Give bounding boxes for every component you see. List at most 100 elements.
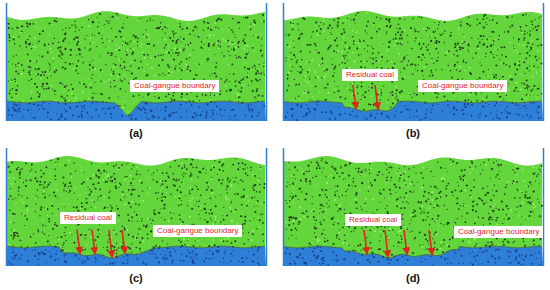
particle [251, 82, 252, 83]
particle [380, 18, 381, 19]
particle [300, 50, 302, 52]
particle [499, 59, 500, 60]
particle [414, 116, 415, 117]
particle [42, 20, 43, 21]
particle [430, 111, 432, 113]
particle [366, 60, 367, 61]
particle [256, 72, 257, 73]
particle [255, 98, 256, 99]
particle [222, 29, 223, 30]
particle [345, 42, 347, 44]
particle [453, 113, 455, 115]
particle [250, 30, 251, 31]
particle [293, 40, 294, 41]
particle [27, 103, 28, 104]
particle [335, 119, 337, 121]
particle [303, 116, 305, 118]
particle [173, 99, 175, 101]
particle [11, 114, 13, 116]
particle [168, 70, 170, 72]
particle [479, 41, 481, 43]
particle [97, 26, 99, 28]
particle [46, 73, 47, 74]
particle [291, 114, 293, 116]
particle [91, 78, 92, 79]
particle [220, 78, 222, 80]
particle [345, 86, 346, 87]
particle [355, 14, 357, 16]
particle [189, 33, 191, 35]
particle [491, 31, 493, 33]
particle [334, 92, 335, 93]
particle [159, 74, 160, 75]
particle [210, 29, 212, 31]
particle [239, 82, 241, 84]
particle [359, 46, 361, 48]
particle [77, 73, 79, 75]
particle [243, 48, 245, 50]
particle [380, 44, 381, 45]
particle [305, 80, 306, 81]
particle [261, 45, 262, 46]
particle [181, 45, 182, 46]
particle [490, 45, 492, 47]
particle [25, 42, 27, 44]
particle [215, 66, 217, 68]
container-wall [6, 3, 8, 121]
particle [222, 115, 223, 116]
particle [380, 104, 381, 105]
particle [349, 46, 350, 47]
particle [448, 65, 449, 66]
particle [239, 97, 240, 98]
particle [29, 43, 31, 45]
particle [344, 112, 346, 114]
particle [421, 70, 423, 72]
particle [413, 102, 414, 103]
particle [380, 92, 382, 94]
particle [118, 30, 120, 32]
particle [514, 48, 515, 49]
particle [113, 63, 114, 64]
particle [315, 49, 316, 50]
particle [9, 38, 10, 39]
particle [186, 110, 187, 111]
particle [541, 93, 543, 95]
particle [414, 40, 415, 41]
particle [246, 50, 247, 51]
particle [378, 27, 379, 28]
particle [124, 67, 126, 69]
particle [158, 116, 160, 118]
particle [423, 93, 425, 95]
particle [181, 93, 183, 95]
particle [245, 114, 247, 116]
particle [286, 89, 288, 91]
particle [364, 91, 366, 93]
particle [114, 64, 116, 66]
particle [73, 22, 74, 23]
particle [10, 81, 12, 83]
particle [537, 45, 539, 47]
particle [109, 107, 111, 109]
particle [301, 33, 303, 35]
particle [306, 44, 308, 46]
particle [468, 94, 470, 96]
particle [519, 53, 520, 54]
particle [62, 83, 63, 84]
particle [99, 93, 100, 94]
particle [395, 97, 396, 98]
simulation-panel [284, 3, 544, 121]
particle [444, 96, 446, 98]
particle [212, 110, 213, 111]
particle [476, 100, 478, 102]
particle [234, 81, 235, 82]
particle [337, 18, 339, 20]
particle [96, 46, 97, 47]
particle [142, 52, 143, 53]
particle [36, 73, 38, 75]
particle [181, 96, 182, 97]
particle [246, 45, 248, 47]
particle [529, 95, 530, 96]
particle [199, 68, 200, 69]
particle [175, 42, 177, 44]
particle [308, 69, 310, 71]
